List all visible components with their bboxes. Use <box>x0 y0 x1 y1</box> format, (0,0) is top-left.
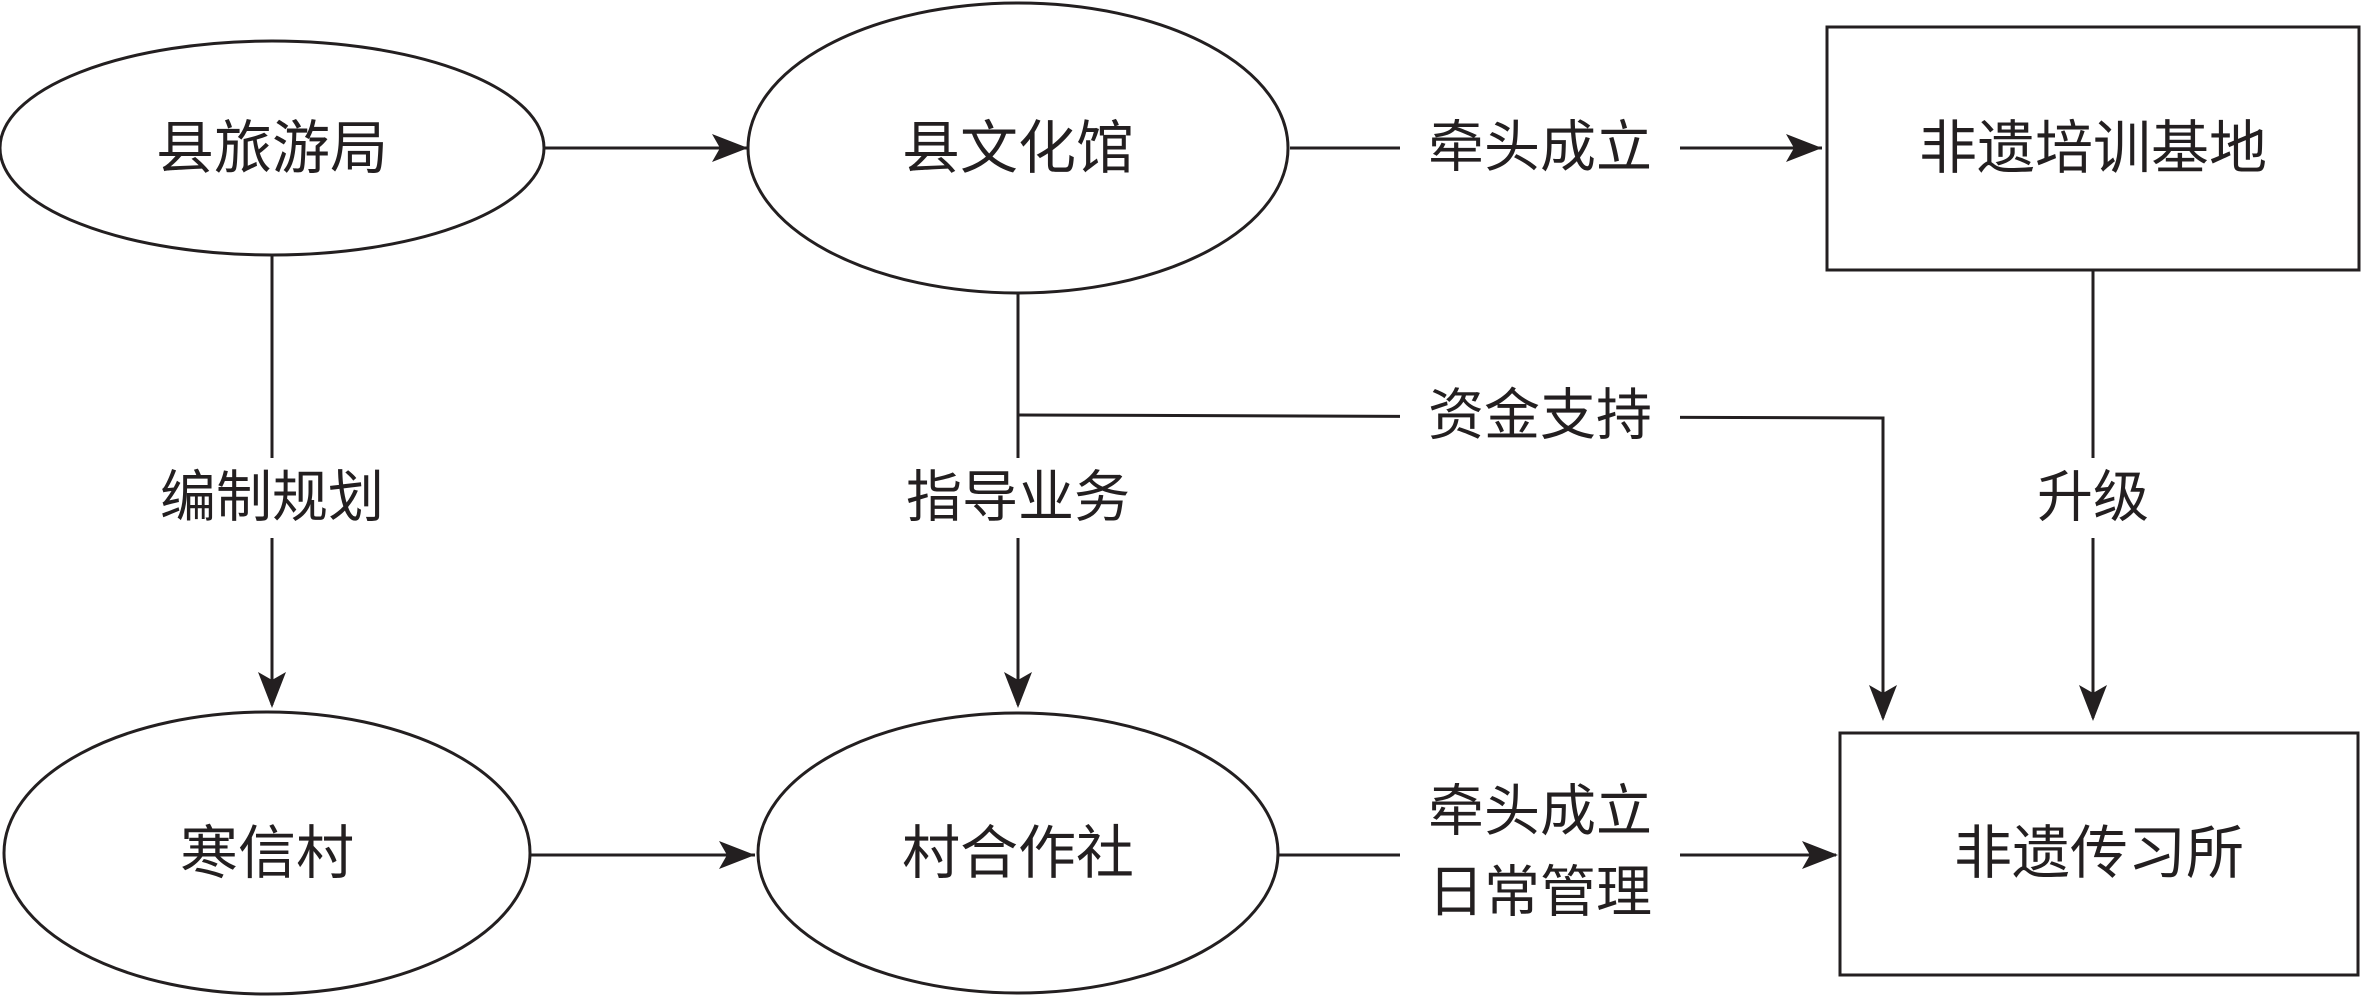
node-hanxin-village-shape <box>2 710 532 996</box>
arrowhead-coop-down <box>1004 672 1032 708</box>
arrowhead-village <box>258 672 286 708</box>
arrowhead-funding <box>1869 685 1897 721</box>
edge-labels: 牵头成立 资金支持 编制规划 指导业务 升级 牵头成立 日常管理 <box>132 112 2168 933</box>
label-bg-funding <box>1400 380 1680 452</box>
node-tourism-bureau-label: 县旅游局 <box>156 114 388 182</box>
edge-label-culture-to-base: 牵头成立 <box>1428 116 1652 181</box>
arrowhead-upgrade <box>2079 685 2107 721</box>
edge-label-guidance: 指导业务 <box>906 466 1130 531</box>
edge-label-plan: 编制规划 <box>160 466 384 531</box>
arrowhead-culture <box>712 134 748 162</box>
arrowheads <box>258 134 2107 869</box>
node-heritage-school-label: 非遗传习所 <box>1954 819 2244 887</box>
edge-label-coop-to-school-1: 牵头成立 <box>1428 780 1652 845</box>
arrowhead-coop-right <box>719 841 755 869</box>
node-training-base-shape <box>1825 25 2361 272</box>
edge-label-coop-to-school-2: 日常管理 <box>1428 861 1652 926</box>
label-bg-culture-to-base <box>1400 112 1680 184</box>
label-bg-plan <box>132 458 412 538</box>
arrowhead-school <box>1802 841 1838 869</box>
node-training-base-label: 非遗培训基地 <box>1919 114 2267 182</box>
node-tourism-bureau-shape <box>0 39 546 257</box>
node-heritage-school-shape <box>1838 731 2360 977</box>
node-village-coop-label: 村合作社 <box>902 819 1134 887</box>
label-bg-guidance <box>878 458 1158 538</box>
label-bg-upgrade <box>2018 458 2168 538</box>
edge-funding-support <box>1017 413 1885 718</box>
edge-label-upgrade: 升级 <box>2037 466 2149 531</box>
node-culture-center-label: 县文化馆 <box>902 114 1134 182</box>
label-bg-coop-to-school <box>1400 775 1680 933</box>
arrowhead-training-base <box>1786 134 1822 162</box>
node-culture-center-shape <box>746 1 1290 295</box>
node-village-coop-shape <box>756 711 1280 995</box>
edge-label-funding: 资金支持 <box>1428 384 1652 449</box>
node-hanxin-village-label: 寒信村 <box>180 819 354 887</box>
